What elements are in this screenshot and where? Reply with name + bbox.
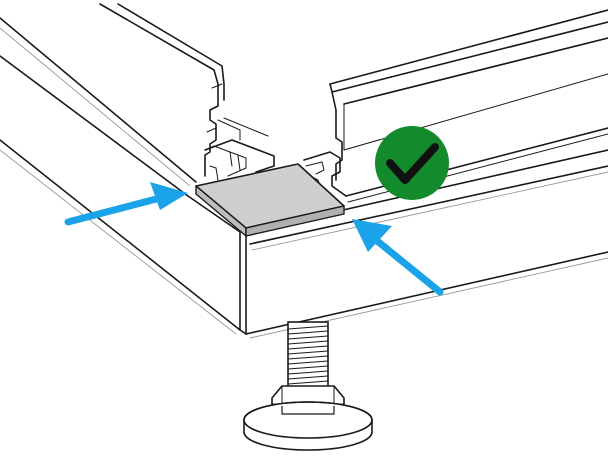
thread-line (287, 355, 329, 360)
thread-line (287, 330, 329, 335)
thread-line (287, 375, 329, 380)
thread-line (287, 370, 329, 375)
left-rail-profile (99, 3, 275, 181)
corner-plate (195, 163, 345, 237)
checkmark-icon (375, 126, 449, 200)
thread-line (287, 335, 329, 340)
thread-line (287, 345, 329, 350)
thread-line (287, 325, 329, 330)
right-rail-profile (303, 9, 608, 203)
thread-line (287, 340, 329, 345)
thread-line (287, 350, 329, 355)
left-frame-beam (0, 17, 241, 335)
thread-line (287, 365, 329, 370)
arrow-left (64, 182, 188, 226)
thread-line (287, 380, 329, 385)
thread-line (287, 360, 329, 365)
levelling-foot (243, 321, 373, 451)
arrow-right (352, 219, 444, 296)
